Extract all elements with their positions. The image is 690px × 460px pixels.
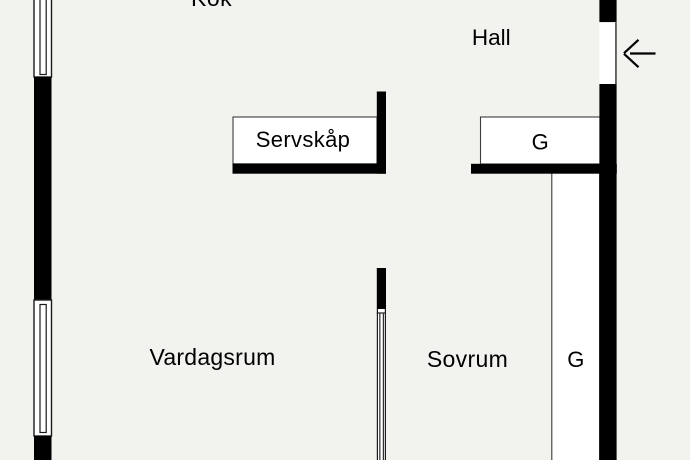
svg-text:Sovrum: Sovrum <box>427 346 508 372</box>
svg-text:G: G <box>532 129 549 154</box>
svg-text:Vardagsrum: Vardagsrum <box>149 344 275 370</box>
svg-text:Servskåp: Servskåp <box>256 127 351 152</box>
svg-text:G: G <box>567 347 584 372</box>
svg-text:Hall: Hall <box>472 25 511 50</box>
svg-text:Kök: Kök <box>191 0 232 11</box>
